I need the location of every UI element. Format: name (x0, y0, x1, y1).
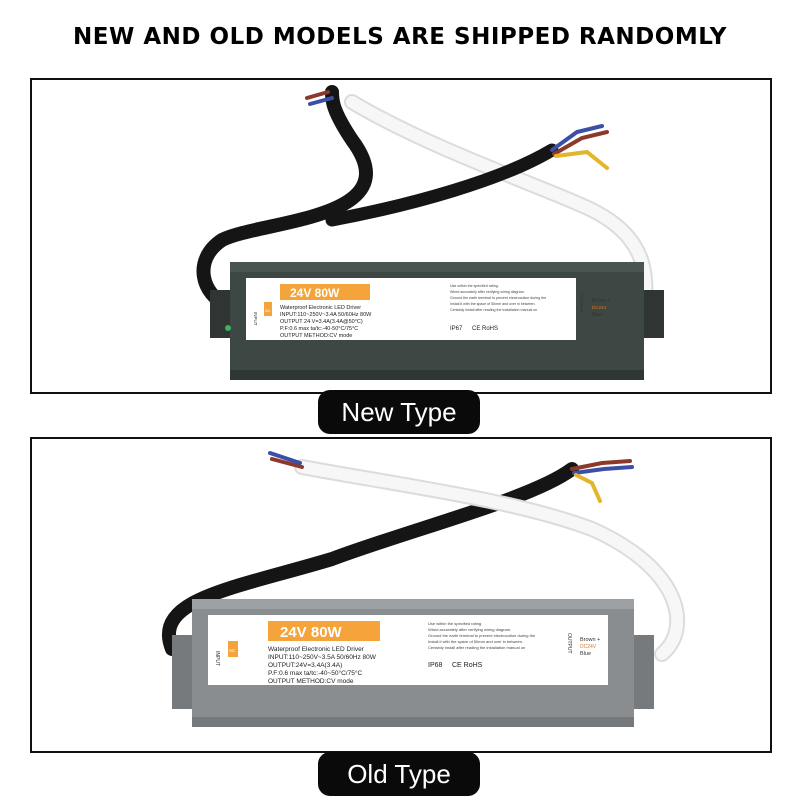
label-line: P.F:0.6 max ta/tc:-40-50°C/75°C (280, 326, 358, 332)
label-title: 24V 80W (280, 624, 343, 641)
input-side-label: INPUT (253, 312, 258, 326)
label-note: Certainly install after reading the inst… (428, 645, 525, 650)
wire-brown-label: Brown + (580, 637, 600, 643)
black-cable (196, 85, 373, 312)
wire-brown-label: Brown + (592, 298, 611, 304)
new-type-product-image: 24V 80W Waterproof Electronic LED Driver… (196, 85, 664, 380)
label-line: OUTPUT METHOD:CV mode (268, 678, 354, 685)
label-note: Ground the earth terminal to prevent ele… (450, 296, 546, 300)
blue-wire-output (572, 465, 634, 475)
label-note: Use within the specified rating. (450, 284, 499, 288)
ip-rating: IP67 (450, 326, 463, 332)
label-title: 24V 80W (290, 286, 340, 300)
label-line: INPUT:110~250V~3.5A 50/60Hz 80W (268, 654, 377, 661)
input-side-label: INPUT (214, 651, 220, 666)
output-side-label: OUTPUT (579, 294, 584, 313)
label-line: OUTPUT 24 V=3.4A(3.4A@50°C) (280, 319, 363, 325)
yellow-wire-output (574, 473, 602, 503)
mount-tab-right (632, 635, 654, 709)
old-type-caption: Old Type (318, 752, 480, 796)
brown-wire (270, 457, 304, 469)
label-note: Use within the specified rating. (428, 621, 482, 626)
label-title-bar (280, 284, 370, 300)
old-type-panel: 24V 80W Waterproof Electronic LED Driver… (30, 437, 772, 753)
headline: NEW AND OLD MODELS ARE SHIPPED RANDOMLY (73, 24, 727, 50)
output-voltage-label: DC24V (580, 644, 597, 650)
output-side-label: OUTPUT (566, 633, 572, 654)
brown-wire-output (570, 459, 632, 471)
new-type-caption: New Type (318, 390, 480, 434)
old-type-product-image: 24V 80W Waterproof Electronic LED Driver… (162, 451, 686, 727)
black-cable (162, 462, 579, 656)
label-line: P.F:0.6 max ta/tc:-40~50°C/75°C (268, 669, 362, 677)
white-cable (296, 461, 684, 660)
cert-marks: CE RoHS (452, 662, 483, 669)
label-note: Install it with the space of 50mm and ov… (450, 302, 536, 306)
wire-blue-label: Blue (592, 312, 602, 318)
label-note: Wired accurately after verifying wiring … (428, 627, 511, 632)
label-line: Waterproof Electronic LED Driver (268, 646, 365, 653)
wire-blue-label: Blue (580, 651, 591, 657)
label-line: OUTPUT METHOD:CV mode (280, 333, 352, 339)
output-voltage-label: DC24V (592, 305, 607, 310)
ac-label: AC (265, 308, 271, 313)
black-cable-output (325, 143, 559, 227)
blue-wire-output (550, 124, 604, 152)
blue-wire (268, 451, 302, 465)
mount-tab-left (172, 635, 194, 709)
yellow-wire-output (554, 149, 609, 170)
blue-wire (308, 96, 334, 106)
label-line: OUTPUT:24V=3.4A(3.4A) (268, 662, 342, 669)
label-line: Waterproof Electronic LED Driver (280, 305, 361, 311)
cert-marks: CE RoHS (472, 326, 498, 332)
label-note: Install it with the space of 50mm and ov… (428, 639, 523, 644)
new-type-panel: 24V 80W Waterproof Electronic LED Driver… (30, 78, 772, 394)
brown-wire (305, 90, 330, 100)
label-line: INPUT:110~250V~3.4A 50/60Hz 80W (280, 312, 372, 318)
label-title-bar (268, 621, 380, 641)
mount-tab-right (642, 290, 664, 338)
ip-rating: IP68 (428, 662, 443, 669)
label-note: Certainly install after reading the inst… (450, 308, 537, 312)
label-note: Ground the earth terminal to prevent ele… (428, 633, 536, 638)
label-note: Wired accurately after verifying wiring … (450, 290, 525, 294)
brown-wire-output (552, 130, 609, 156)
ac-label: AC (229, 648, 236, 653)
